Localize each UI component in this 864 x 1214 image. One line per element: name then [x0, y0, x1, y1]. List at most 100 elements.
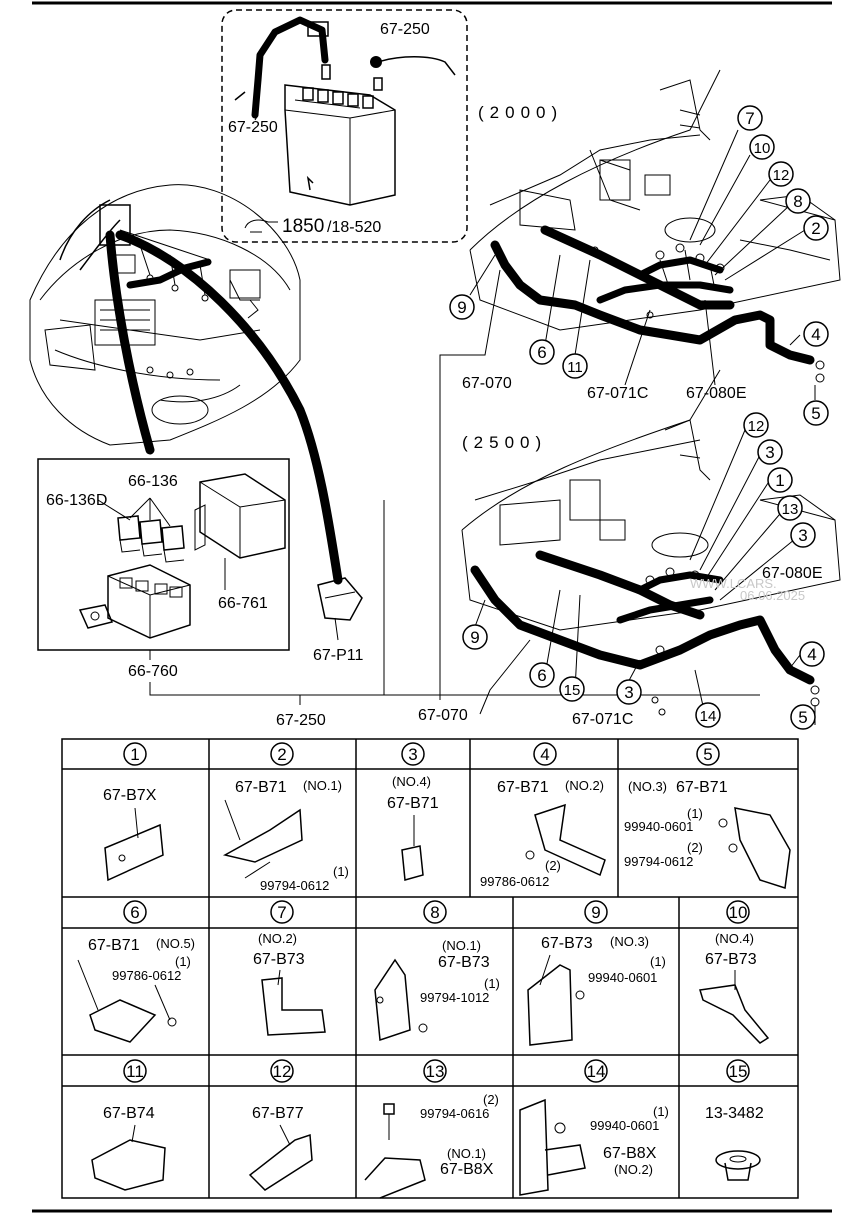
- svg-text:99794-0612: 99794-0612: [624, 854, 693, 869]
- svg-text:5: 5: [798, 708, 807, 727]
- svg-text:67-B8X: 67-B8X: [440, 1161, 494, 1178]
- label-2500-67-071C: 67-071C: [572, 711, 633, 728]
- svg-text:(NO.2): (NO.2): [565, 778, 604, 793]
- svg-text:12: 12: [773, 167, 790, 184]
- p11-connector: 67-P11: [313, 577, 364, 664]
- svg-text:10: 10: [754, 140, 771, 157]
- svg-text:8: 8: [793, 192, 802, 211]
- svg-text:3: 3: [408, 745, 417, 764]
- battery-ref-label: 1850: [282, 216, 324, 237]
- svg-text:13: 13: [426, 1062, 445, 1081]
- vehicle-front-left: [29, 184, 301, 446]
- relay-label-66-136D: 66-136D: [46, 492, 107, 509]
- svg-text:(NO.3): (NO.3): [628, 779, 667, 794]
- svg-text:5: 5: [811, 404, 820, 423]
- svg-text:9: 9: [591, 903, 600, 922]
- part-cell-2: 2 67-B71 (NO.1) (1) 99794-0612: [222, 742, 349, 893]
- svg-text:12: 12: [273, 1062, 292, 1081]
- svg-text:99786-0612: 99786-0612: [112, 968, 181, 983]
- callout-2500-3a: 3: [757, 439, 783, 465]
- svg-text:10: 10: [729, 903, 748, 922]
- callout-2000-5: 5: [803, 400, 829, 426]
- svg-text:67-B7X: 67-B7X: [103, 787, 157, 804]
- cable-main-67-250: [115, 230, 343, 585]
- label-2000-67-080E: 67-080E: [686, 385, 747, 402]
- svg-text:4: 4: [811, 325, 820, 344]
- main-leader: [299, 500, 385, 705]
- svg-text:(1): (1): [687, 806, 703, 821]
- label-2500-67-080E: 67-080E: [762, 565, 823, 582]
- engine-bay-2000: (2000) 67-070 67-071C 67-080E: [439, 69, 841, 700]
- svg-text:99794-1012: 99794-1012: [420, 990, 489, 1005]
- svg-text:9: 9: [457, 298, 466, 317]
- callouts-2500: 12 3 1 13 3 4 5 9 6 15 3 14: [462, 412, 825, 730]
- callout-2500-3c: 3: [616, 679, 642, 705]
- svg-text:1: 1: [775, 471, 784, 490]
- callout-2000-8: 8: [785, 188, 811, 214]
- svg-text:7: 7: [745, 109, 754, 128]
- cable-short-harness: [126, 258, 212, 289]
- relay-leader: [149, 650, 300, 696]
- svg-text:99940-0601: 99940-0601: [588, 970, 657, 985]
- label-2500-67-070: 67-070: [418, 707, 468, 724]
- svg-text:99786-0612: 99786-0612: [480, 874, 549, 889]
- callout-2500-12: 12: [743, 412, 769, 438]
- callout-2500-6: 6: [529, 662, 555, 688]
- part-cell-10: 10 (NO.4) 67-B73: [699, 900, 770, 1044]
- svg-text:7: 7: [277, 903, 286, 922]
- svg-text:99940-0601: 99940-0601: [590, 1118, 659, 1133]
- svg-text:(1): (1): [650, 954, 666, 969]
- callout-2500-14: 14: [695, 702, 721, 728]
- callout-2000-7: 7: [737, 105, 763, 131]
- svg-text:67-B77: 67-B77: [252, 1105, 304, 1122]
- svg-text:(NO.2): (NO.2): [258, 931, 297, 946]
- svg-text:(NO.2): (NO.2): [614, 1162, 653, 1177]
- svg-text:67-B71: 67-B71: [676, 779, 728, 796]
- svg-text:6: 6: [130, 903, 139, 922]
- callout-2000-11: 11: [562, 353, 588, 379]
- relay-label-66-760: 66-760: [128, 663, 178, 680]
- relay-label-66-136: 66-136: [128, 473, 178, 490]
- svg-text:(1): (1): [175, 954, 191, 969]
- cable-battery-to-relaybox: [105, 230, 155, 455]
- relay-box-inset: 66-136D 66-136 66-761: [37, 458, 290, 651]
- callout-2500-5: 5: [790, 704, 816, 730]
- svg-text:67-B71: 67-B71: [88, 937, 140, 954]
- callout-2000-2: 2: [803, 215, 829, 241]
- svg-text:99940-0601: 99940-0601: [624, 819, 693, 834]
- svg-text:4: 4: [807, 645, 816, 664]
- svg-text:67-B71: 67-B71: [387, 795, 439, 812]
- svg-text:67-B8X: 67-B8X: [603, 1145, 657, 1162]
- callout-2000-6: 6: [529, 339, 555, 365]
- callouts-2000: 7 10 12 8 2 4 5 9 6 11: [449, 105, 829, 426]
- svg-text:3: 3: [624, 683, 633, 702]
- svg-text:15: 15: [564, 682, 581, 699]
- engine-bay-2500: (2500) 67-070 67-071C 67-080E: [300, 369, 841, 728]
- svg-text:67-B73: 67-B73: [253, 951, 305, 968]
- label-67-P11: 67-P11: [313, 647, 364, 664]
- battery-inset: 67-250 67-250 1850 /18-520: [221, 9, 468, 243]
- svg-text:67-B71: 67-B71: [497, 779, 549, 796]
- svg-text:14: 14: [587, 1062, 606, 1081]
- svg-text:(NO.1): (NO.1): [303, 778, 342, 793]
- relay-label-66-761: 66-761: [218, 595, 268, 612]
- callout-2500-9: 9: [462, 624, 488, 650]
- svg-text:1: 1: [130, 745, 139, 764]
- svg-text:(NO.3): (NO.3): [610, 934, 649, 949]
- svg-text:15: 15: [729, 1062, 748, 1081]
- callout-2500-1: 1: [767, 467, 793, 493]
- svg-text:3: 3: [765, 443, 774, 462]
- svg-text:5: 5: [703, 745, 712, 764]
- svg-text:(1): (1): [653, 1104, 669, 1119]
- svg-text:67-B71: 67-B71: [235, 779, 287, 796]
- part-cell-1: 1 67-B7X: [103, 742, 164, 882]
- svg-text:(2): (2): [483, 1092, 499, 1107]
- part-cell-12: 12 67-B77: [248, 1059, 313, 1191]
- svg-text:2: 2: [277, 745, 286, 764]
- svg-text:99794-0616: 99794-0616: [420, 1106, 489, 1121]
- label-main-67-250: 67-250: [276, 712, 326, 729]
- label-2000-67-070: 67-070: [462, 375, 512, 392]
- svg-text:67-B74: 67-B74: [103, 1105, 155, 1122]
- svg-text:(NO.1): (NO.1): [447, 1146, 486, 1161]
